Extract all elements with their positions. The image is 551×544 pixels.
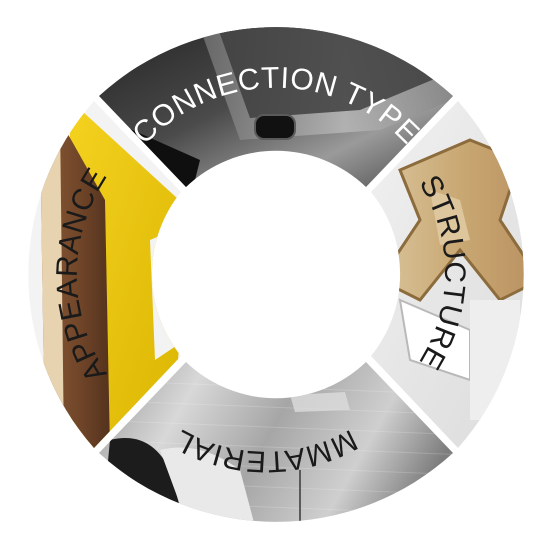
ring-svg: CONNECTION TYPE STRUCTURE MMATERIAL APPE… xyxy=(0,0,551,544)
segmented-ring-diagram: CONNECTION TYPE STRUCTURE MMATERIAL APPE… xyxy=(0,0,551,544)
